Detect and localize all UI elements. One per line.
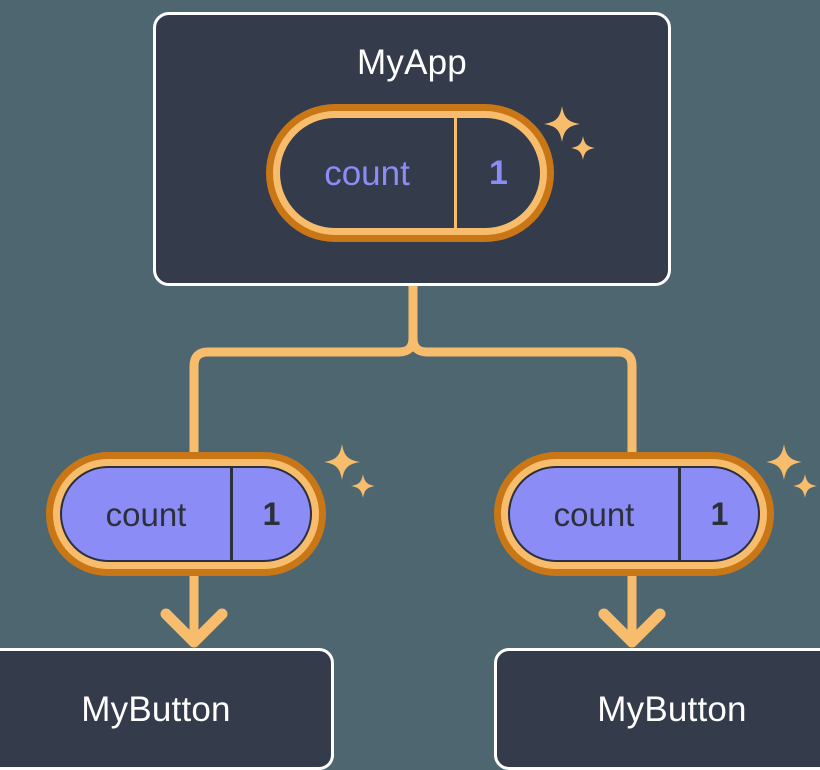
component-label-myapp: MyApp: [357, 43, 467, 82]
state-key-left: count: [105, 495, 187, 533]
state-value-root: 1: [454, 118, 540, 228]
state-pill-right[interactable]: count 1: [494, 452, 774, 576]
state-key-right: count: [553, 495, 635, 533]
state-pill-left[interactable]: count 1: [46, 452, 326, 576]
state-pill-body: count 1: [508, 466, 760, 562]
component-card-mybutton-right[interactable]: MyButton: [494, 648, 820, 770]
state-pill-root[interactable]: count 1: [266, 104, 554, 242]
arrow-down-icon-right: [598, 570, 666, 648]
sparkles-icon-left: [324, 444, 375, 498]
component-label-mybutton-right: MyButton: [597, 689, 747, 729]
state-value-left: 1: [230, 468, 310, 560]
state-pill-body: count 1: [60, 466, 312, 562]
state-value-right: 1: [678, 468, 758, 560]
state-pill-body: count 1: [280, 118, 540, 228]
arrow-down-icon-left: [160, 570, 228, 648]
component-label-mybutton-left: MyButton: [81, 689, 231, 729]
tree-connector-icon: [189, 281, 637, 463]
component-card-mybutton-left[interactable]: MyButton: [0, 648, 334, 770]
state-pill-ring: count 1: [53, 459, 319, 569]
state-pill-ring: count 1: [273, 111, 547, 235]
state-key-root: count: [324, 153, 410, 193]
state-pill-ring: count 1: [501, 459, 767, 569]
